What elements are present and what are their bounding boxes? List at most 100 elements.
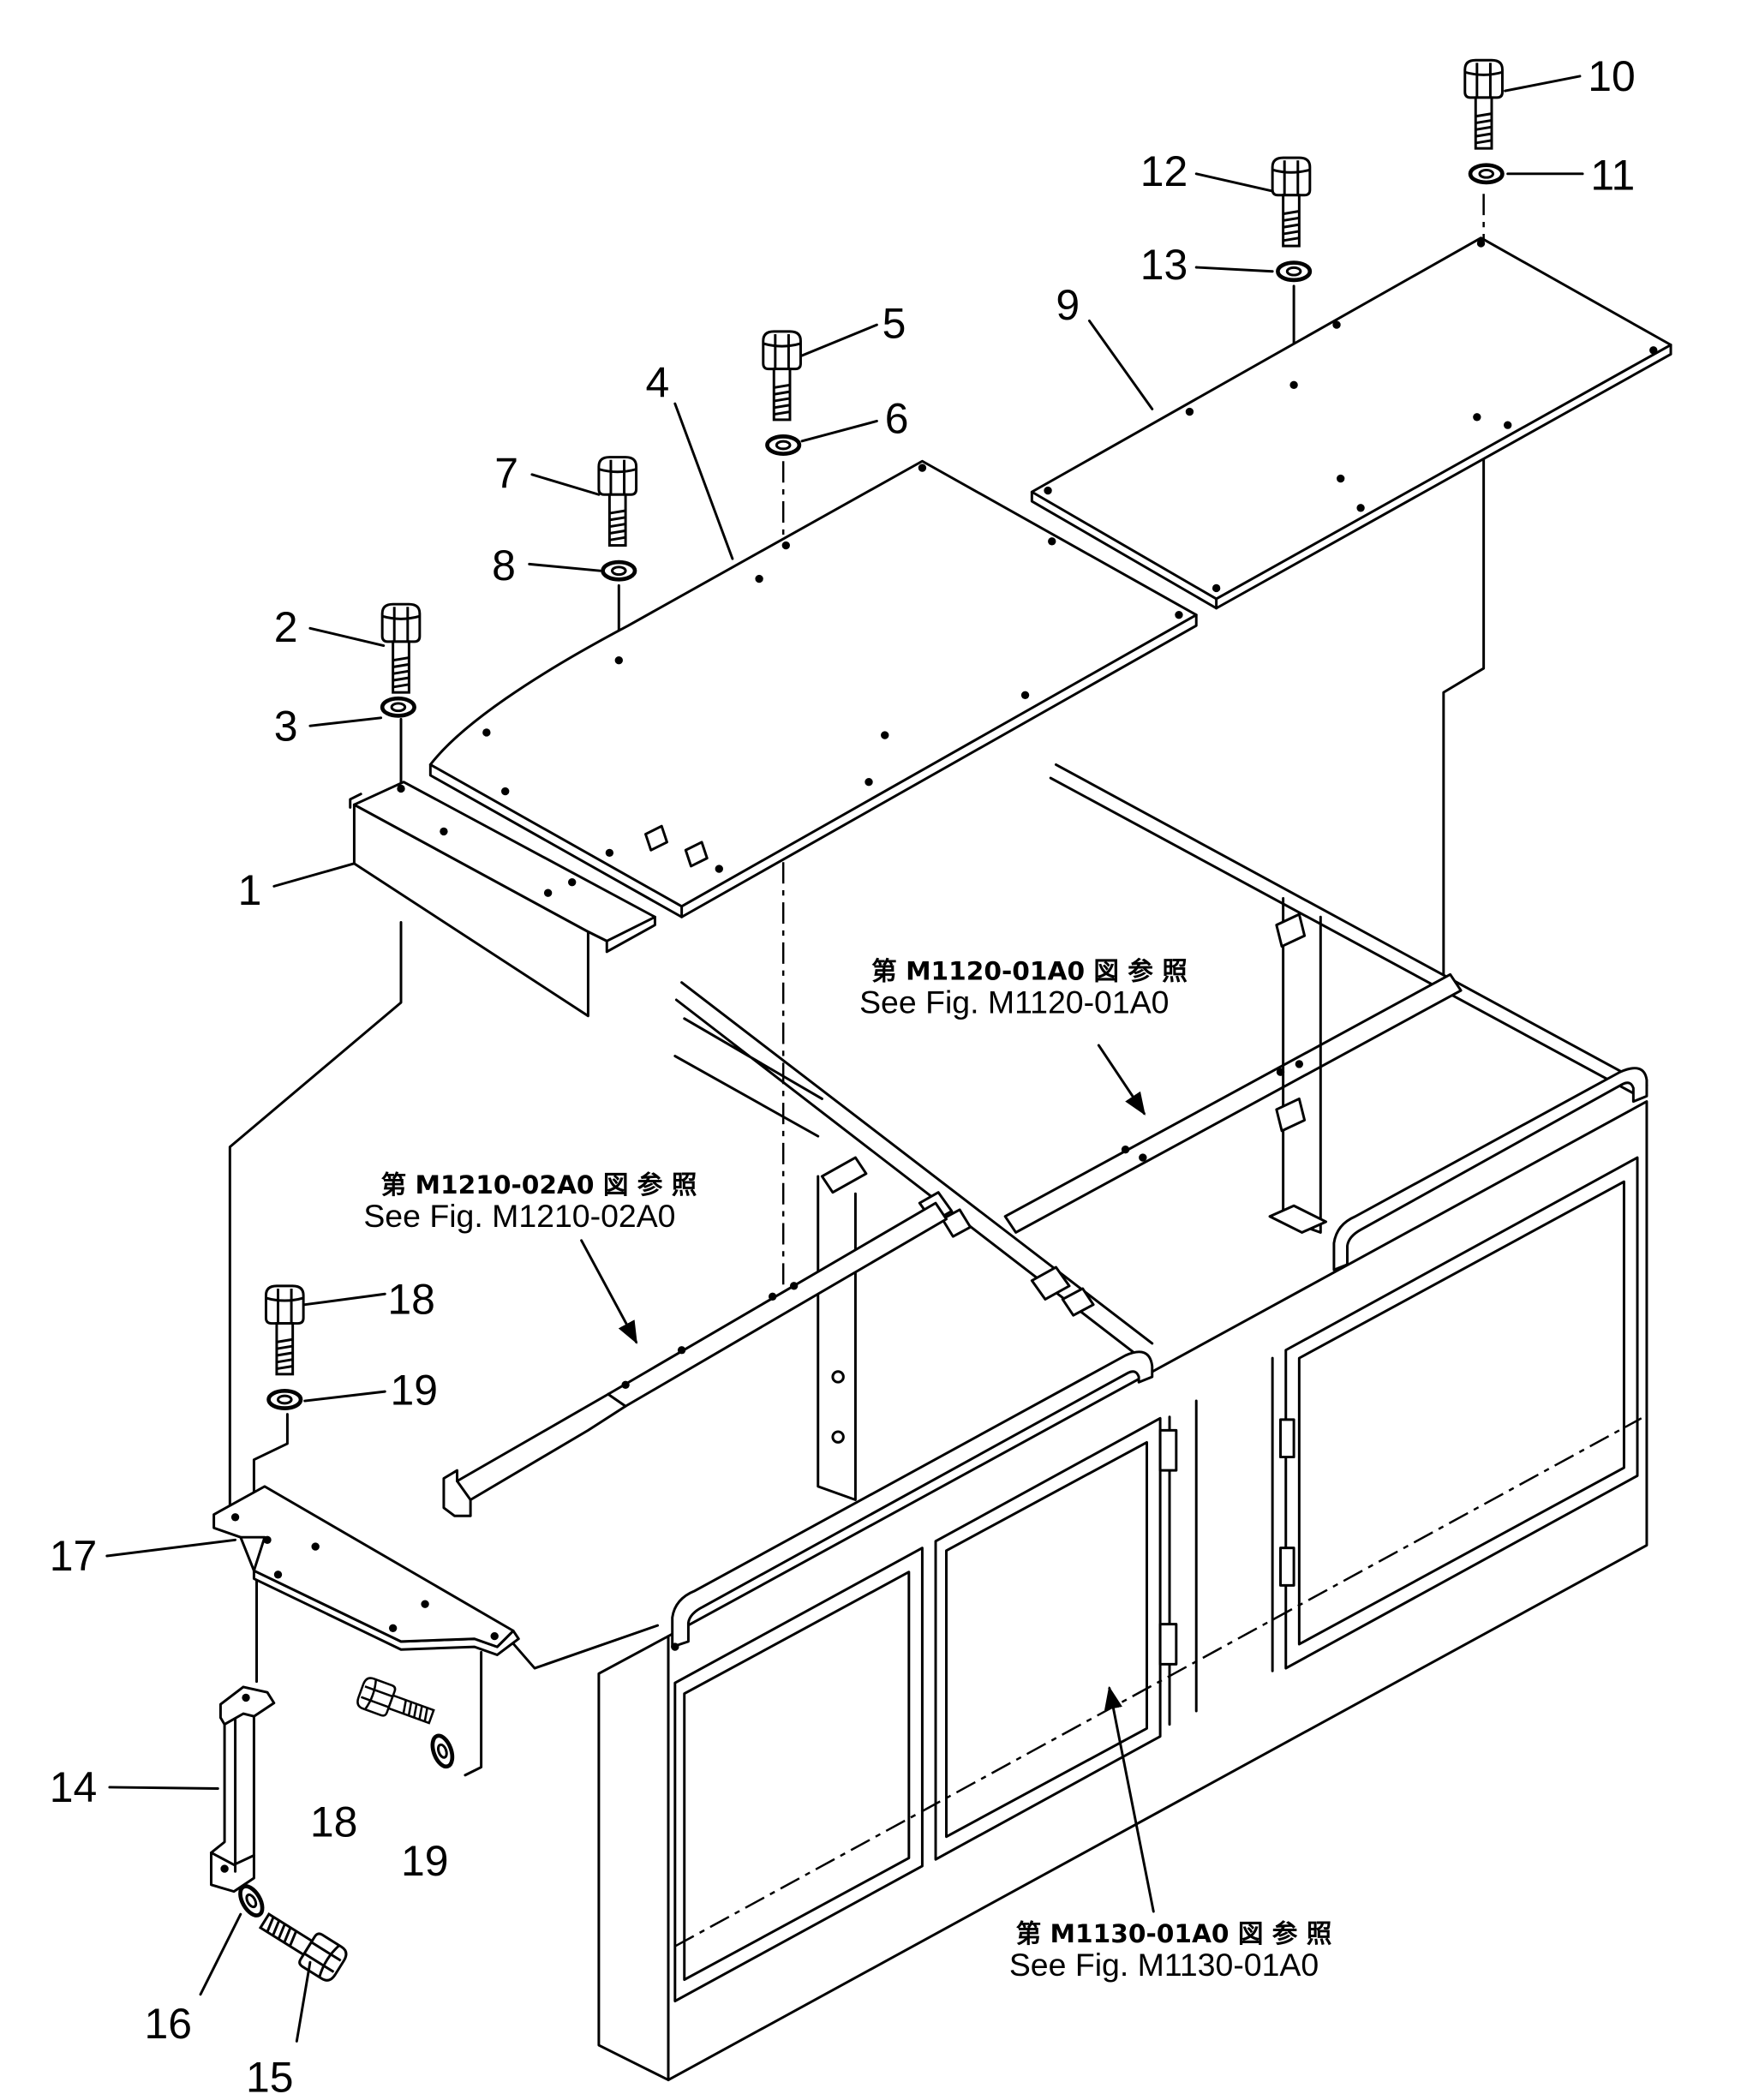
bolt-18-lower (354, 1674, 439, 1733)
washer-6 (767, 436, 799, 453)
hinge (1279, 1418, 1295, 1459)
part-label-14: 14 (50, 1763, 98, 1811)
part-label-13: 13 (1140, 241, 1188, 289)
leader-line-13 (1194, 266, 1274, 273)
frame-post-hole (831, 1370, 845, 1384)
reference-arrow-m1130 (1104, 1685, 1155, 1913)
frame-clip (820, 1156, 868, 1194)
cover-plate-9-top-face (1030, 236, 1672, 601)
frame-hole (1139, 1153, 1147, 1162)
plate-17 (212, 1485, 520, 1656)
part-label-2: 2 (274, 603, 298, 651)
bolt-15 (253, 1903, 351, 1985)
frame-clip (1061, 1287, 1095, 1317)
part-label-4: 4 (645, 358, 669, 406)
bolt-18-upper (264, 1284, 305, 1376)
part-label-6: 6 (885, 394, 909, 442)
door-opening-3 (1297, 1180, 1625, 1646)
leader-line-19 (303, 1390, 386, 1403)
washer-3 (382, 698, 414, 715)
frame-top-rail-edge (1049, 776, 1641, 1098)
floor-plate-4 (428, 459, 1198, 918)
frame-post-bracket (1275, 912, 1307, 948)
plate-17-top-face (212, 1485, 515, 1648)
cover-1 (349, 781, 656, 1018)
washer-11 (1470, 165, 1502, 182)
frame-hole (677, 1346, 686, 1355)
leader-line-15 (295, 1960, 312, 2043)
door-frame-2 (934, 1416, 1162, 1861)
bolt-5 (762, 330, 802, 422)
guide-line-plate-9 (1442, 426, 1486, 976)
leader-line-8 (528, 562, 601, 572)
side-panel (597, 1067, 1648, 2082)
part-label-9: 9 (1056, 281, 1080, 329)
panel-hole (671, 1642, 679, 1651)
frame-hole (1295, 1060, 1304, 1068)
cover-plate-9 (1030, 236, 1672, 610)
guide-line-cover-1 (228, 921, 403, 1517)
panel-centerline (674, 1417, 1642, 1947)
frame-hole (1121, 1146, 1130, 1154)
bracket-14 (210, 1685, 276, 1894)
part-label-5: 5 (882, 300, 906, 348)
hinge (1158, 1428, 1178, 1472)
frame-clip (1030, 1265, 1071, 1301)
leader-line-7 (530, 473, 601, 496)
door-opening-2 (945, 1440, 1148, 1839)
reference-arrow-m1120 (1097, 1044, 1146, 1116)
side-panel-front-face (667, 1100, 1648, 2082)
guide-line-bolt-18 (252, 1413, 289, 1501)
main-frame (442, 763, 1648, 1517)
plate-slot (644, 824, 668, 852)
part-label-10: 10 (1588, 52, 1636, 100)
frame-clip (941, 1208, 972, 1238)
handrail-left (671, 1350, 1154, 1648)
part-label-18-lower: 18 (310, 1798, 358, 1846)
frame-post-bracket (1275, 1097, 1307, 1133)
frame-hole (769, 1292, 777, 1301)
part-label-19-lower: 19 (401, 1837, 449, 1885)
bolt-12 (1271, 156, 1312, 248)
frame-beam-m1210 (442, 1201, 948, 1517)
leader-line-14 (108, 1786, 219, 1790)
guide-line-plate-17 (506, 1624, 660, 1670)
reference-m1120-jp: 第 M1120-01A0 図 参 照 (871, 956, 1188, 986)
plate-slot (684, 841, 709, 868)
part-label-15: 15 (246, 2054, 294, 2100)
frame-hole (621, 1380, 630, 1389)
guide-line-washer-19 (464, 1650, 483, 1777)
part-label-1: 1 (238, 866, 262, 914)
leader-line-17 (105, 1538, 237, 1558)
frame-longitudinal-beam (673, 981, 1154, 1361)
leader-line-6 (800, 419, 878, 443)
washer-19-lower (428, 1733, 456, 1769)
hinge (1279, 1547, 1295, 1587)
leader-line-16 (199, 1912, 242, 1996)
reference-m1130-jp: 第 M1130-01A0 図 参 照 (1016, 1918, 1332, 1948)
washer-8 (603, 562, 635, 579)
part-label-11: 11 (1590, 152, 1635, 200)
leader-line-4 (673, 402, 734, 560)
bolt-2 (380, 602, 422, 694)
reference-arrow-m1210 (580, 1239, 638, 1344)
frame-beam-bend (456, 1392, 627, 1501)
washer-19-upper (269, 1391, 301, 1408)
part-label-18-upper: 18 (387, 1276, 435, 1324)
door-frame-1 (673, 1547, 924, 2003)
part-label-7: 7 (494, 449, 518, 497)
handrail-right (1332, 1067, 1648, 1271)
frame-post-left (817, 1175, 857, 1501)
part-label-8: 8 (492, 541, 516, 589)
side-panel-end-strip (597, 1635, 670, 2082)
part-label-19-upper: 19 (391, 1367, 439, 1415)
door-opening-1 (683, 1571, 911, 1982)
frame-post-foot (1268, 1204, 1328, 1234)
part-label-3: 3 (274, 702, 298, 750)
cover-1-top-face (352, 781, 656, 942)
frame-post-hole (831, 1430, 845, 1444)
frame-hole (789, 1282, 799, 1290)
reference-m1210-jp: 第 M1210-02A0 図 参 照 (381, 1170, 697, 1200)
frame-cross-beam (1003, 972, 1463, 1234)
